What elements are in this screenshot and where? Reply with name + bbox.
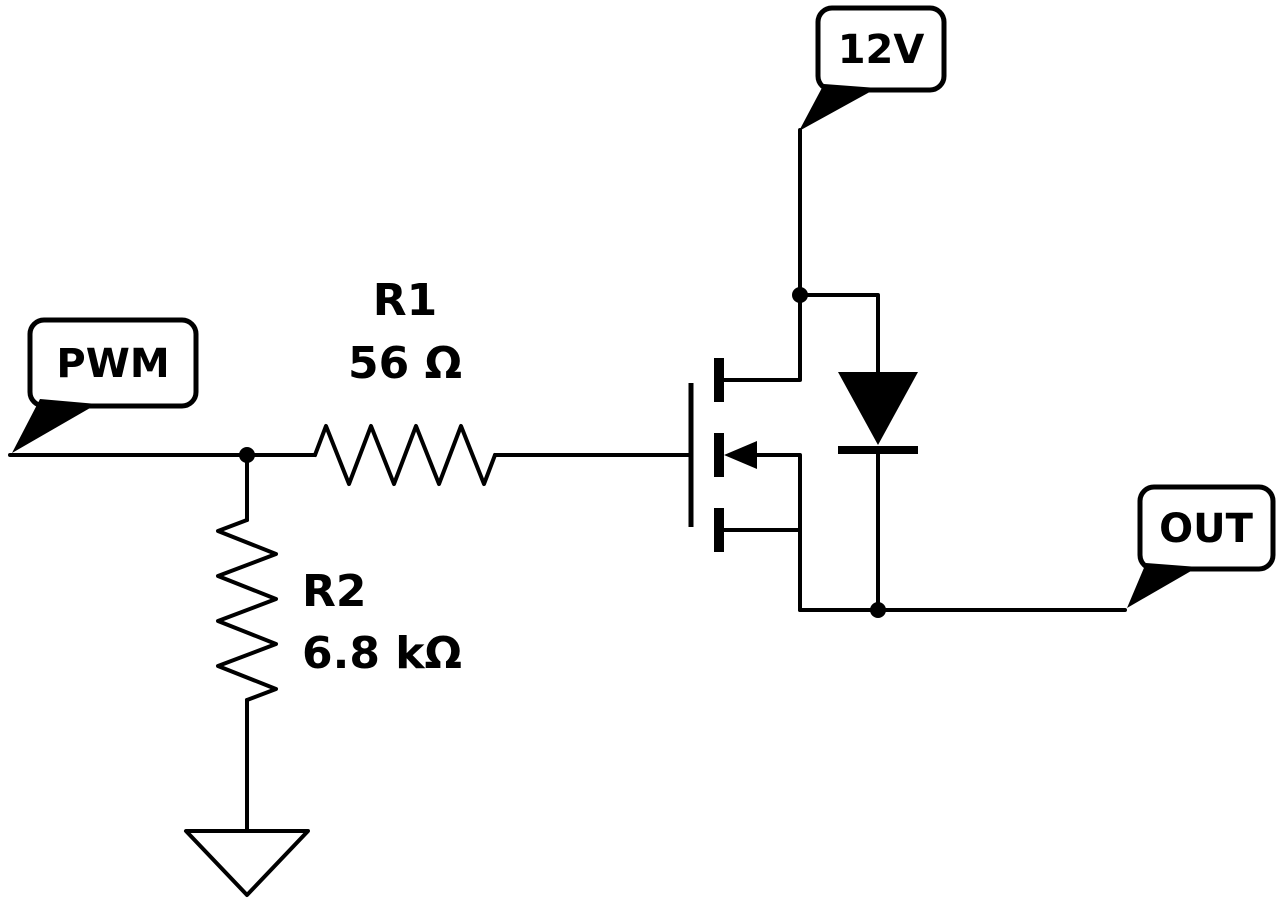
supply-balloon-pointer (799, 84, 877, 131)
wires (8, 128, 1127, 833)
r1-value-label: 56 Ω (348, 338, 462, 389)
ground-triangle-icon (184, 829, 310, 897)
diode-anode-lead (798, 293, 880, 375)
supply-balloon (815, 5, 947, 93)
pwm-label: PWM (56, 341, 169, 387)
r2-value-label: 6.8 kΩ (302, 628, 462, 679)
mosfet-source-lead (722, 528, 802, 612)
supply-label: 12V (838, 27, 925, 73)
r2-zigzag (216, 518, 278, 702)
r1-zigzag (313, 424, 497, 486)
mosfet-drain-lead (722, 294, 802, 382)
nmos-transistor (688, 294, 802, 612)
diode-triangle-icon (838, 372, 918, 445)
resistor-r1: R1 56 Ω (313, 275, 497, 486)
net-label-pwm: PWM (12, 317, 199, 453)
out-balloon (1137, 484, 1276, 572)
r1-name-label: R1 (373, 275, 438, 326)
net-label-supply: 12V (799, 5, 947, 131)
net-label-out: OUT (1127, 484, 1276, 608)
junction-dot-source-out (870, 602, 886, 618)
junction-dot-gate-divider (239, 447, 255, 463)
out-balloon-pointer (1127, 563, 1198, 608)
r2-name-label: R2 (302, 566, 367, 617)
pwm-balloon-pointer (12, 399, 97, 453)
junction-dots (239, 287, 886, 618)
junction-dot-drain-supply (792, 287, 808, 303)
mosfet-body-arrow-icon (724, 441, 757, 469)
ground-symbol (184, 829, 310, 897)
mosfet-body-lead (750, 453, 802, 532)
pwm-balloon (27, 317, 199, 409)
diode (798, 293, 918, 612)
resistor-r2: R2 6.8 kΩ (216, 518, 462, 702)
out-label: OUT (1159, 506, 1253, 552)
